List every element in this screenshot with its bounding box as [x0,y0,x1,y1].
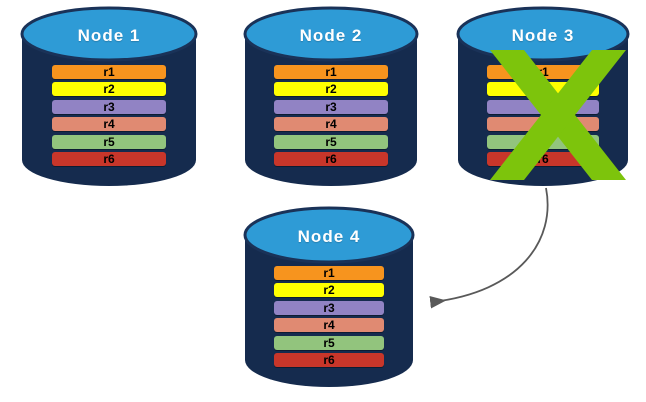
record-row[interactable]: r6 [274,353,384,367]
node-2-title: Node 2 [299,26,363,45]
node-1-title: Node 1 [77,26,141,45]
record-row[interactable]: r1 [52,65,166,79]
record-row[interactable]: r2 [52,82,166,96]
record-row[interactable]: r6 [52,152,166,166]
record-row[interactable]: r4 [52,117,166,131]
node-1-rows: r1 r2 r3 r4 r5 r6 [22,65,196,169]
failover-arrow-path [429,187,549,309]
record-row[interactable]: r6 [274,152,388,166]
node-2-cylinder[interactable]: Node 2 r1 r2 r3 r4 r5 r6 [243,6,419,186]
record-row[interactable]: r5 [52,135,166,149]
record-row[interactable]: r4 [274,318,384,332]
record-row[interactable]: r3 [52,100,166,114]
record-row[interactable]: r5 [274,135,388,149]
node-1-cylinder[interactable]: Node 1 r1 r2 r3 r4 r5 r6 [20,6,198,186]
record-row[interactable]: r3 [274,100,388,114]
record-row[interactable]: r4 [274,117,388,131]
record-row[interactable]: r1 [274,65,388,79]
node-4-title: Node 4 [297,227,361,246]
node-4-rows: r1 r2 r3 r4 r5 r6 [245,266,413,370]
node-4-cylinder[interactable]: Node 4 r1 r2 r3 r4 r5 r6 [243,206,415,388]
record-row[interactable]: r2 [274,283,384,297]
node-3-title: Node 3 [511,26,575,45]
record-row[interactable]: r1 [274,266,384,280]
record-row[interactable]: r2 [274,82,388,96]
record-row[interactable]: r3 [274,301,384,315]
record-row[interactable]: r5 [274,336,384,350]
node-2-rows: r1 r2 r3 r4 r5 r6 [245,65,417,169]
